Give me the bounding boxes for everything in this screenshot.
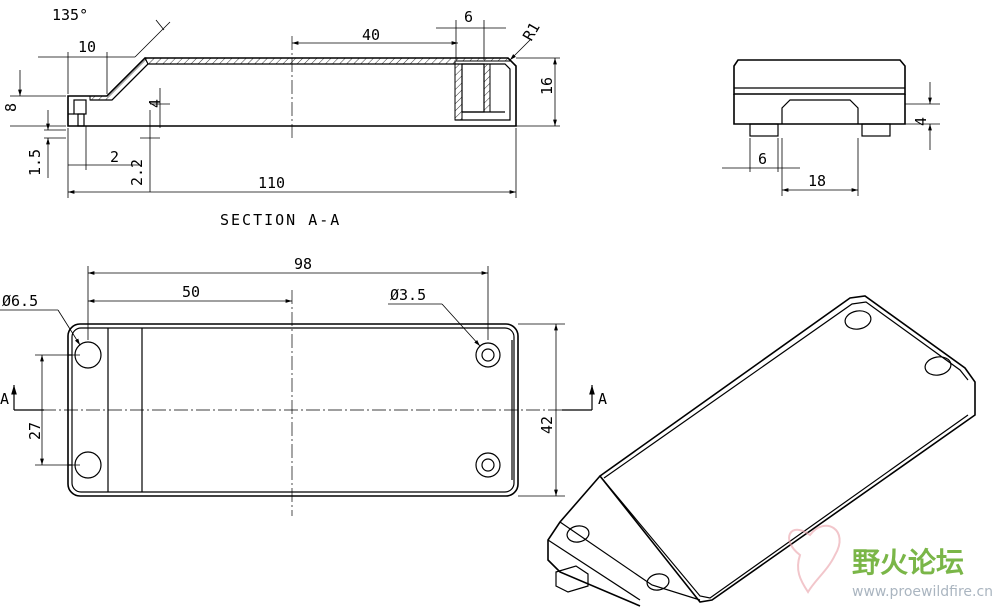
dim-110: 110 bbox=[258, 174, 285, 192]
section-title: SECTION A-A bbox=[220, 211, 341, 229]
dim-42: 42 bbox=[538, 416, 556, 434]
dim-40: 40 bbox=[362, 26, 380, 44]
watermark: 野火论坛 www.proewildfire.cn bbox=[788, 524, 993, 600]
top-view: A A 98 50 Ø6.5 Ø3.5 27 42 bbox=[0, 255, 607, 516]
isometric-view bbox=[547, 295, 976, 607]
hole-small-bottom bbox=[475, 452, 501, 478]
dim-98: 98 bbox=[294, 255, 312, 273]
dim-1-5: 1.5 bbox=[26, 149, 44, 176]
watermark-brand: 野火论坛 bbox=[852, 546, 964, 579]
label-hole-small: Ø3.5 bbox=[390, 286, 426, 304]
watermark-url: www.proewildfire.cn bbox=[852, 584, 993, 600]
end-dim-18: 18 bbox=[808, 172, 826, 190]
dim-10: 10 bbox=[78, 38, 96, 56]
section-mark-right: A bbox=[598, 390, 607, 408]
dim-50: 50 bbox=[182, 283, 200, 301]
watermark-logo-icon bbox=[788, 524, 841, 594]
dim-2: 2 bbox=[110, 148, 119, 166]
dim-r1: R1 bbox=[519, 19, 544, 44]
label-hole-large: Ø6.5 bbox=[2, 292, 38, 310]
dim-angle: 135° bbox=[52, 6, 88, 24]
dim-6: 6 bbox=[464, 8, 473, 26]
section-view: 40 6 R1 16 10 135° 8 1.5 bbox=[2, 6, 560, 229]
end-view-body bbox=[733, 59, 906, 95]
section-mark-left: A bbox=[0, 390, 9, 408]
hole-small-top bbox=[475, 342, 501, 368]
dim-27: 27 bbox=[26, 422, 44, 440]
dim-8: 8 bbox=[2, 103, 20, 112]
dim-16: 16 bbox=[538, 77, 556, 95]
dim-2-2: 2.2 bbox=[128, 159, 146, 186]
end-dim-6: 6 bbox=[758, 150, 767, 168]
end-dim-4: 4 bbox=[912, 117, 930, 126]
end-view: 4 6 18 bbox=[722, 59, 940, 196]
dim-4: 4 bbox=[146, 99, 164, 108]
